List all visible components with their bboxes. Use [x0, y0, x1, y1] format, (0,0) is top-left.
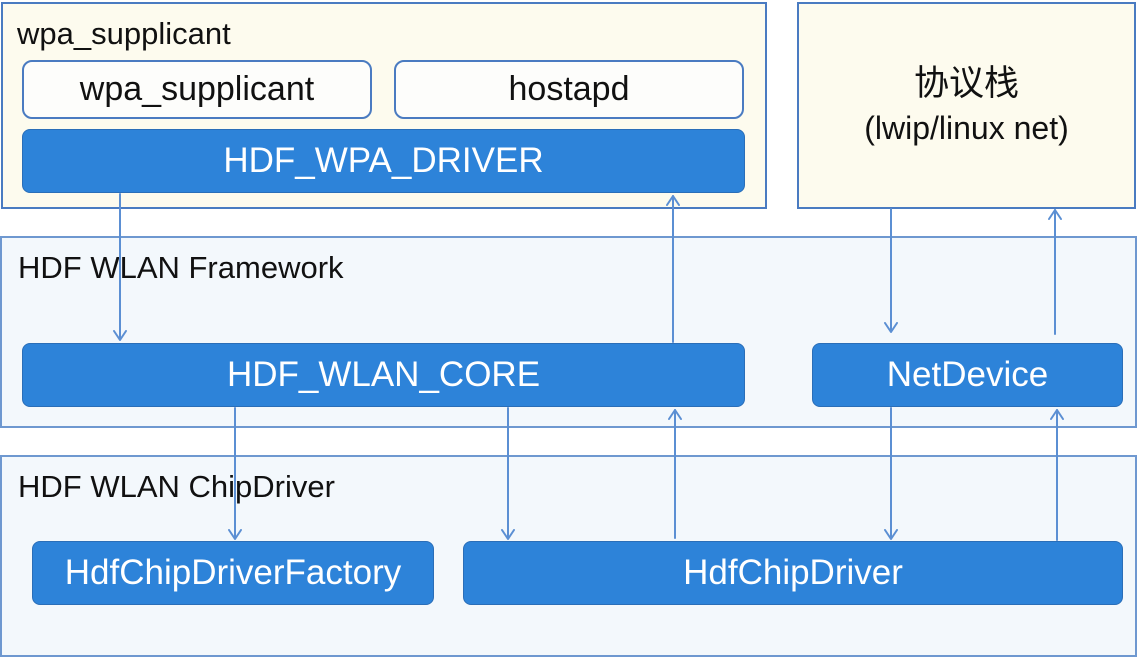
hdf-wlan-core-box: HDF_WLAN_CORE [22, 343, 745, 407]
hdf-wlan-chipdriver-title: HDF WLAN ChipDriver [18, 469, 335, 504]
netdevice-box: NetDevice [812, 343, 1123, 407]
hdf-wpa-driver-box: HDF_WPA_DRIVER [22, 129, 745, 193]
protocol-stack-subtitle: (lwip/linux net) [864, 109, 1069, 146]
wpa-supplicant-box: wpa_supplicant [22, 60, 372, 119]
hdf-wlan-framework-title: HDF WLAN Framework [18, 250, 344, 285]
wpa-supplicant-region-title: wpa_supplicant [17, 16, 231, 51]
hostapd-box: hostapd [394, 60, 744, 119]
hdf-chip-driver-box: HdfChipDriver [463, 541, 1123, 605]
protocol-stack-region: 协议栈 (lwip/linux net) [797, 2, 1136, 209]
hdf-chip-driver-factory-box: HdfChipDriverFactory [32, 541, 434, 605]
protocol-stack-title: 协议栈 [913, 63, 1019, 104]
